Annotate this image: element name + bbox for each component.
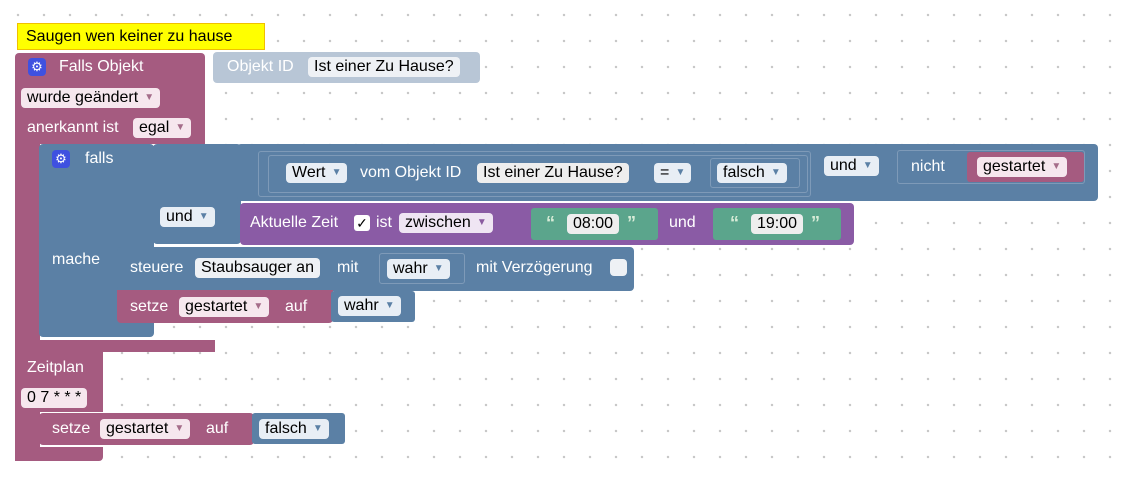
aktuelle-zeit-label: Aktuelle Zeit <box>250 214 339 231</box>
chevron-down-icon: ▼ <box>1051 161 1062 172</box>
falls-objekt-label: Falls Objekt <box>59 58 144 75</box>
cron-input[interactable]: 0 7 * * * <box>21 388 88 408</box>
objekt-id-block[interactable]: Objekt ID Ist einer Zu Hause? <box>213 52 480 83</box>
falsch-slot <box>710 158 800 188</box>
trigger-footer <box>15 340 215 352</box>
staubsauger-value[interactable]: Staubsauger an <box>195 258 320 278</box>
chevron-down-icon: ▼ <box>312 423 323 434</box>
chevron-down-icon: ▼ <box>770 167 781 178</box>
quote-close-icon: ” <box>811 213 820 233</box>
objekt-id-value[interactable]: Ist einer Zu Hause? <box>308 57 460 77</box>
schedule-footer <box>15 447 103 461</box>
setze-label: setze <box>52 420 91 437</box>
wahr-value-dropdown[interactable]: wahr▼ <box>338 296 401 316</box>
wert-dropdown[interactable]: Wert▼ <box>286 163 348 183</box>
mit-label: mit <box>337 259 359 276</box>
comment-text: Saugen wen keiner zu hause <box>26 28 233 45</box>
trigger-left-bar <box>15 143 40 353</box>
auf-label: auf <box>206 420 229 437</box>
gear-icon[interactable]: ⚙ <box>52 150 70 168</box>
falsch-dropdown[interactable]: falsch▼ <box>717 163 787 183</box>
falsch-value-dropdown[interactable]: falsch▼ <box>259 419 329 439</box>
setze-label: setze <box>130 298 169 315</box>
mit-verzoegerung-label: mit Verzögerung <box>476 259 593 276</box>
falls-label: falls <box>85 150 114 167</box>
chevron-down-icon: ▼ <box>862 160 873 171</box>
checkbox[interactable]: ✓ <box>354 215 370 231</box>
ist-label: ist <box>376 214 392 231</box>
und-label: und <box>669 214 696 231</box>
anerkannt-label: anerkannt ist <box>27 119 119 136</box>
gear-icon[interactable]: ⚙ <box>28 58 46 76</box>
chevron-down-icon: ▼ <box>198 211 209 222</box>
anerkannt-dropdown[interactable]: egal▼ <box>133 118 192 138</box>
time-to-input[interactable]: 19:00 <box>751 214 804 234</box>
gestartet-var-dropdown[interactable]: gestartet▼ <box>100 419 191 439</box>
verzoegerung-toggle[interactable] <box>610 259 627 276</box>
und-operator-dropdown[interactable]: und▼ <box>160 207 215 227</box>
objekt-id-label: Objekt ID <box>227 58 294 75</box>
chevron-down-icon: ▼ <box>253 301 264 312</box>
time-from-input[interactable]: 08:00 <box>567 214 620 234</box>
auf-label: auf <box>285 298 308 315</box>
chevron-down-icon: ▼ <box>675 167 686 178</box>
quote-open-icon: “ <box>546 213 555 233</box>
compare-inner <box>268 155 808 193</box>
chevron-down-icon: ▼ <box>476 217 487 228</box>
wurde-geaendert-dropdown[interactable]: wurde geändert▼ <box>21 88 161 108</box>
chevron-down-icon: ▼ <box>174 423 185 434</box>
chevron-down-icon: ▼ <box>331 167 342 178</box>
wahr-dropdown[interactable]: wahr▼ <box>387 259 450 279</box>
nicht-label: nicht <box>911 158 945 175</box>
und-block[interactable] <box>153 144 241 244</box>
objekt-value[interactable]: Ist einer Zu Hause? <box>477 163 629 183</box>
quote-open-icon: “ <box>730 213 739 233</box>
steuere-label: steuere <box>130 259 184 276</box>
vom-objekt-id-label: vom Objekt ID <box>360 164 462 181</box>
chevron-down-icon: ▼ <box>433 263 444 274</box>
gestartet-dropdown[interactable]: gestartet▼ <box>977 157 1068 177</box>
mache-label: mache <box>52 251 101 268</box>
zwischen-dropdown[interactable]: zwischen▼ <box>399 213 493 233</box>
chevron-down-icon: ▼ <box>384 300 395 311</box>
chevron-down-icon: ▼ <box>175 122 186 133</box>
gestartet-var-dropdown[interactable]: gestartet▼ <box>179 297 270 317</box>
wahr-slot <box>379 253 465 284</box>
und-dropdown[interactable]: und▼ <box>824 156 879 176</box>
chevron-down-icon: ▼ <box>144 92 155 103</box>
quote-close-icon: ” <box>627 213 636 233</box>
operator-dropdown[interactable]: =▼ <box>654 163 692 183</box>
comment-bubble[interactable]: Saugen wen keiner zu hause <box>17 23 265 50</box>
zeitplan-label: Zeitplan <box>27 359 84 376</box>
